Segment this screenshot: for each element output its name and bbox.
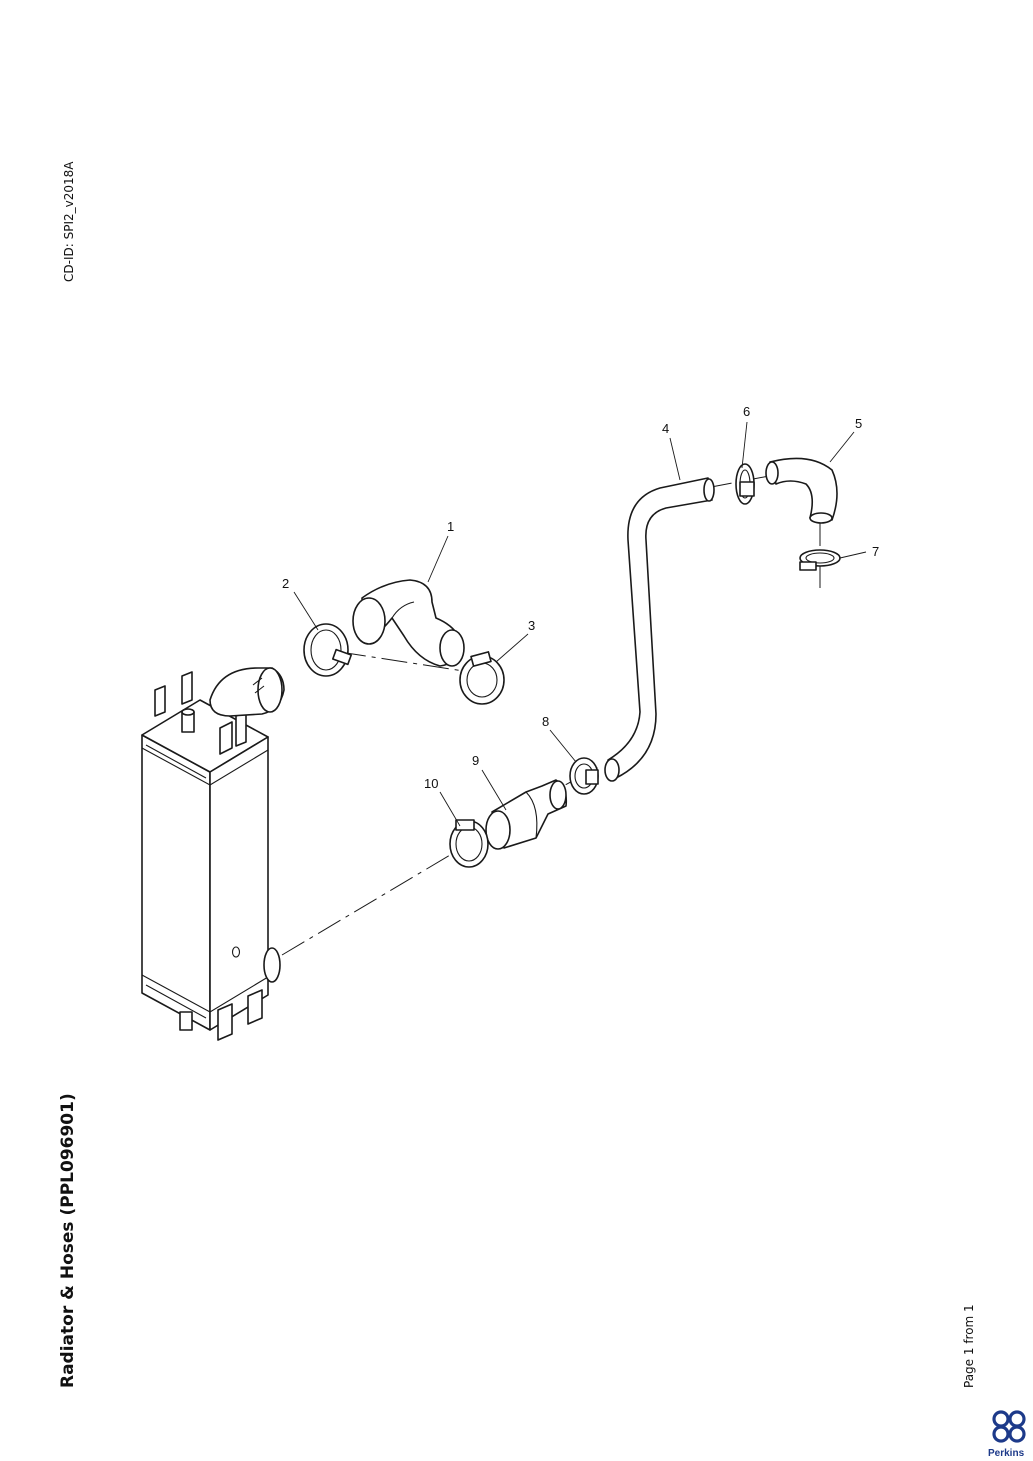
top-elbow-hose <box>765 457 838 524</box>
callout-3: 3 <box>528 618 535 633</box>
callout-2: 2 <box>282 576 289 591</box>
callout-4: 4 <box>662 421 669 436</box>
hose-clamp <box>459 651 505 705</box>
callout-9: 9 <box>472 753 479 768</box>
callout-8: 8 <box>542 714 549 729</box>
callout-10: 10 <box>424 776 438 791</box>
hose-clamp <box>735 463 755 505</box>
radiator <box>141 667 285 1041</box>
hose-clamp <box>303 623 353 677</box>
hose-clamp <box>449 819 489 868</box>
perkins-logo-icon <box>992 1410 1026 1443</box>
callout-7: 7 <box>872 544 879 559</box>
brand-name: Perkins <box>988 1448 1025 1459</box>
callout-5-6: 6 <box>743 404 750 419</box>
assembly-axis-line <box>339 651 471 673</box>
reducer-hose <box>485 779 568 850</box>
assembly-axis-line <box>281 841 473 956</box>
callout-5: 5 <box>855 416 862 431</box>
hose-clamp <box>569 757 599 795</box>
long-coolant-hose <box>604 477 715 782</box>
upper-elbow-hose <box>352 579 465 667</box>
callout-1: 1 <box>447 519 454 534</box>
